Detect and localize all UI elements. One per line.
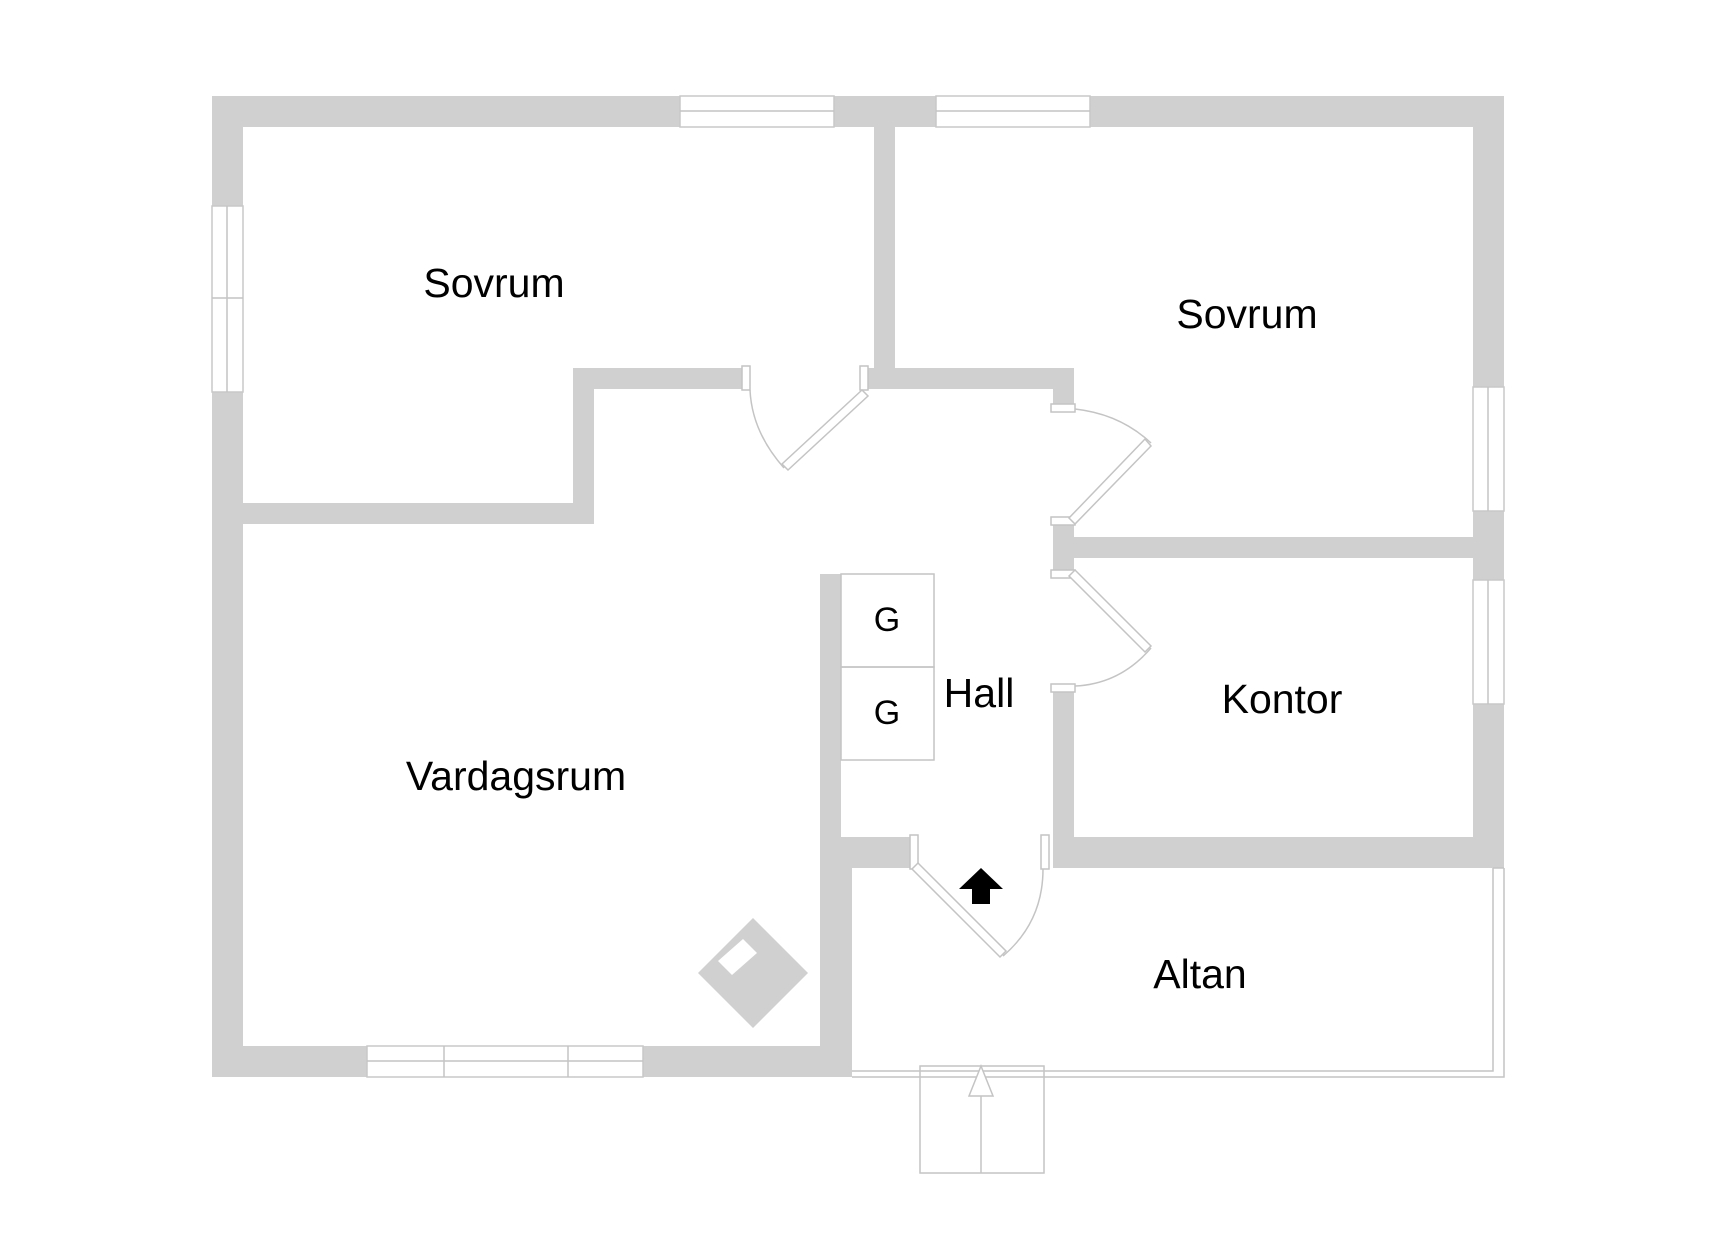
door-bedroom-left xyxy=(741,365,870,472)
door-kontor xyxy=(1050,568,1153,693)
room-label-kontor: Kontor xyxy=(1222,676,1343,722)
outer-wall-top xyxy=(212,96,1504,127)
doors xyxy=(741,365,1153,959)
room-label-sovrum-left: Sovrum xyxy=(423,260,564,306)
stair-outline xyxy=(919,1065,1045,1174)
door-bedroom-right xyxy=(1050,403,1153,526)
room-label-sovrum-right: Sovrum xyxy=(1176,291,1317,337)
stair-arrow-icon xyxy=(967,1063,995,1097)
entrance-arrow-icon xyxy=(959,868,1003,904)
wall-hall-top xyxy=(866,368,1074,389)
closets: G G xyxy=(840,573,935,761)
wall-bedroom-right-stub xyxy=(1053,368,1074,404)
closet-label-1: G xyxy=(874,601,900,639)
wall-bedroom-left-step xyxy=(573,368,594,524)
wall-hall-bottom xyxy=(820,837,914,868)
stove-icon xyxy=(698,918,808,1028)
wall-bedroom-left-bottom xyxy=(243,503,593,524)
wall-bedroom-left-top xyxy=(573,368,746,389)
room-label-altan: Altan xyxy=(1153,951,1246,997)
room-label-vardagsrum: Vardagsrum xyxy=(406,753,626,799)
wall-bedroom-kontor xyxy=(1053,537,1504,558)
wall-between-bedrooms xyxy=(874,127,895,389)
wall-altan-left xyxy=(820,837,852,1077)
wall-kontor-bottom xyxy=(1053,837,1504,868)
closet-label-2: G xyxy=(874,694,900,732)
room-labels: Sovrum Sovrum Vardagsrum Hall Kontor Alt… xyxy=(406,260,1343,997)
altan-outline xyxy=(852,867,1505,1078)
wall-hall-right-lower xyxy=(1053,690,1074,868)
room-label-hall: Hall xyxy=(944,670,1015,716)
stairs xyxy=(919,1063,1045,1174)
windows xyxy=(211,95,1505,1078)
closet-lower xyxy=(840,666,935,761)
walls xyxy=(212,96,1504,1077)
door-entrance xyxy=(909,834,1050,959)
